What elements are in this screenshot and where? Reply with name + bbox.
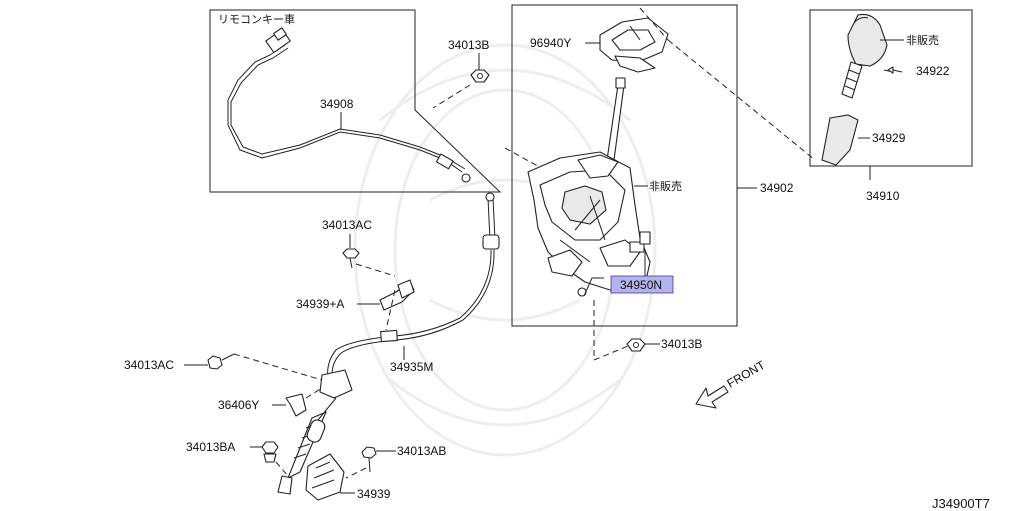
nut-34013B-top: 34013B	[432, 38, 546, 171]
label-34929: 34929	[872, 131, 906, 145]
remote-key-title: リモコンキー車	[218, 12, 295, 26]
label-96940Y: 96940Y	[530, 36, 571, 50]
label-34908: 34908	[320, 97, 354, 111]
bolt-34013AC-top: 34013AC	[322, 218, 396, 277]
clip-36406Y: 36406Y	[218, 387, 323, 417]
label-34013AC-top: 34013AC	[322, 218, 372, 232]
label-34939A: 34939+A	[296, 297, 344, 311]
nut-34013B-bottom: 34013B	[626, 337, 702, 352]
front-label: FRONT	[725, 357, 768, 390]
label-34902: 34902	[760, 181, 794, 195]
cable-34935M: 34935M	[277, 192, 500, 495]
highlight-34950N	[610, 275, 674, 294]
bracket-34939A: 34939+A	[296, 279, 415, 331]
knob-box: 34910 非販売 34922 34929	[809, 9, 973, 203]
shifter-box: 34902 96940Y 非販売 34950N	[511, 4, 816, 361]
label-nonsale-1: 非販売	[649, 180, 682, 193]
nut-34013BA: 34013BA	[186, 440, 289, 477]
label-34013AC-left: 34013AC	[124, 358, 174, 372]
label-34910: 34910	[866, 189, 900, 203]
label-34950N[interactable]: 34950N	[620, 278, 662, 292]
remote-key-box: リモコンキー車 34908	[209, 9, 502, 193]
diagram-id: J34900T7	[932, 496, 990, 511]
label-nonsale-2: 非販売	[906, 34, 939, 47]
label-34922: 34922	[916, 64, 950, 78]
label-34935M: 34935M	[390, 360, 433, 374]
bracket-34939: 34939	[305, 453, 391, 501]
label-34013BA: 34013BA	[186, 440, 235, 454]
label-34939: 34939	[357, 487, 391, 501]
bolt-34013AC-left: 34013AC	[124, 353, 323, 381]
label-34013B-bottom: 34013B	[661, 337, 702, 351]
label-36406Y: 36406Y	[218, 398, 259, 412]
bolt-34013AB: 34013AB	[345, 444, 446, 479]
label-34013B-top: 34013B	[448, 38, 489, 52]
front-arrow: FRONT	[695, 357, 768, 409]
label-34013AB: 34013AB	[397, 444, 446, 458]
